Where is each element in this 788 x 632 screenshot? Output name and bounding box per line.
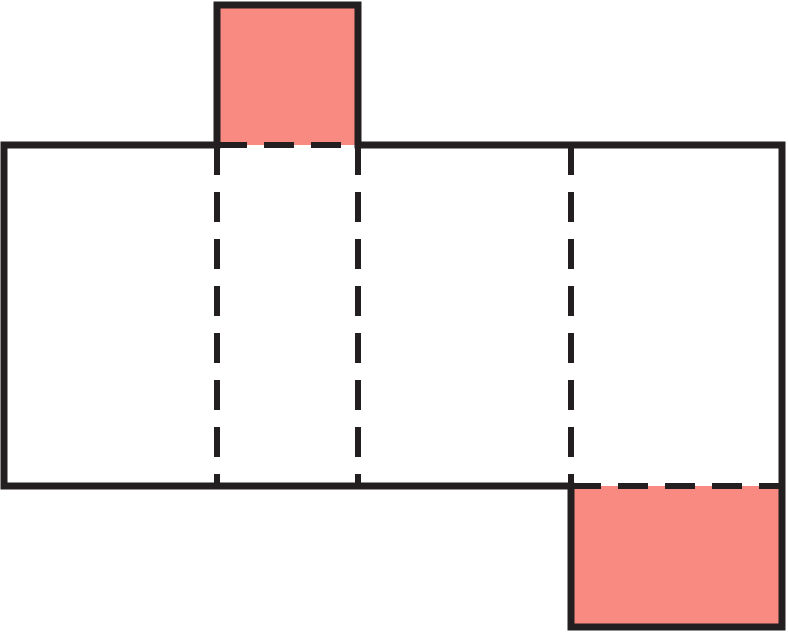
face-3	[358, 145, 571, 486]
strip-top-right-edge	[354, 141, 786, 490]
strip-top-left-edge	[0, 141, 575, 490]
face-2	[217, 145, 358, 486]
face-1	[4, 145, 217, 486]
bottom-end-face	[571, 486, 782, 627]
top-end-face-outline	[213, 1, 362, 149]
fold-lines	[214, 142, 782, 489]
bottom-end-face-outline	[567, 482, 786, 631]
top-end-face	[217, 5, 358, 145]
face-4	[571, 145, 782, 486]
